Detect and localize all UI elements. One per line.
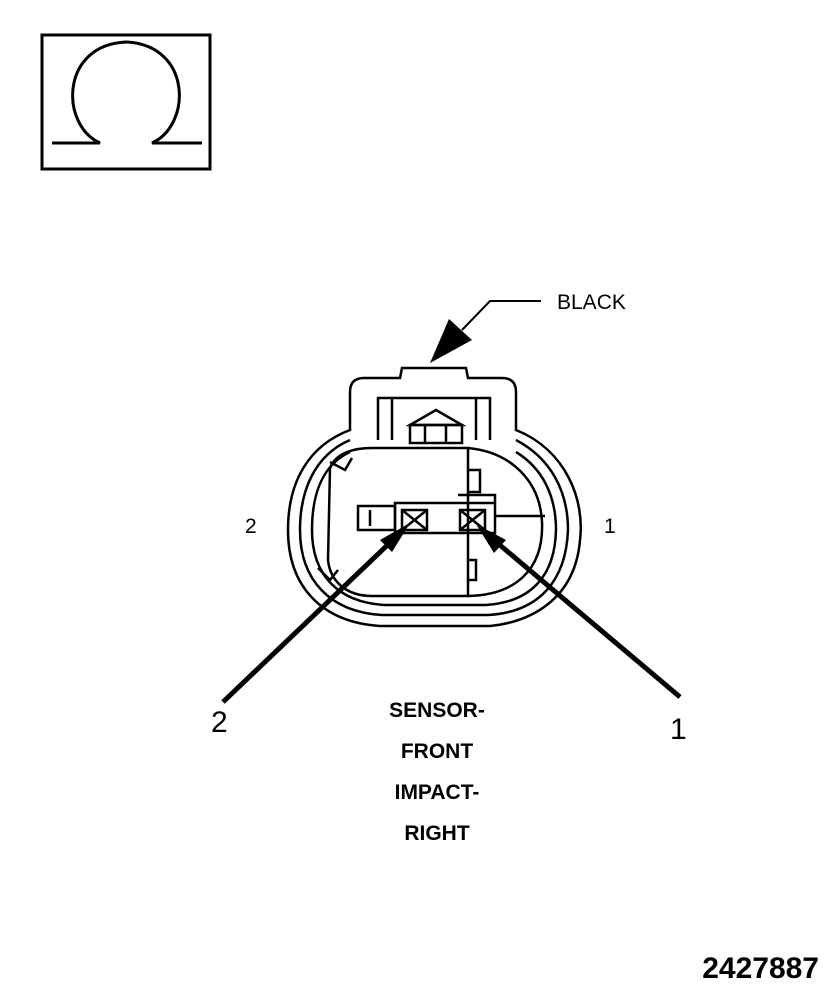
ohm-icon: [40, 33, 212, 171]
connector-body: [286, 366, 582, 628]
caption-line-3: IMPACT-: [394, 781, 480, 804]
cavity-2-label: 2: [245, 515, 257, 538]
color-leader-arrow: [430, 300, 541, 363]
cavity-1-label: 1: [604, 515, 616, 538]
caption-line-4: RIGHT: [404, 822, 470, 845]
callout-label-2: 2: [211, 706, 228, 739]
caption-line-1: SENSOR-: [389, 699, 485, 722]
connector-caption: SENSOR- FRONT IMPACT- RIGHT: [337, 690, 537, 854]
caption-line-2: FRONT: [400, 740, 474, 763]
connector-color-label: BLACK: [557, 291, 626, 314]
figure-number: 2427887: [702, 952, 819, 985]
callout-label-1: 1: [670, 713, 687, 746]
callout-arrow-1: [476, 524, 682, 699]
callout-arrow-2: [221, 523, 410, 704]
